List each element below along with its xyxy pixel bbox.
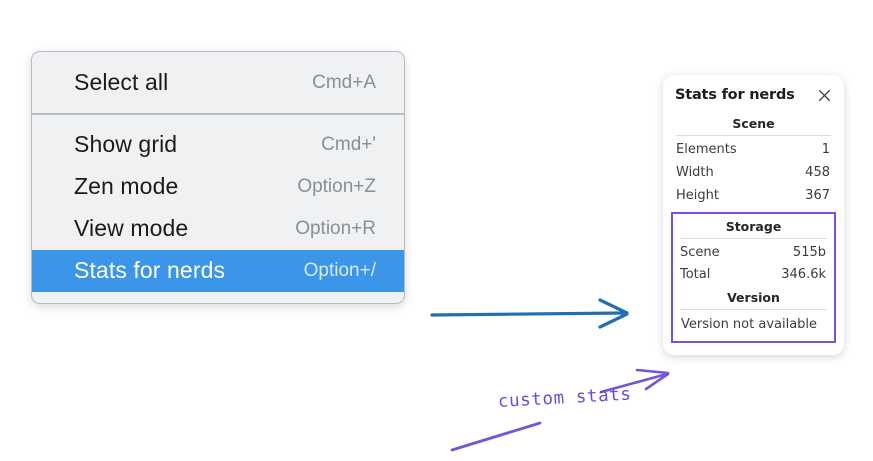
table-row: Scene 515b	[678, 242, 829, 265]
menu-item-shortcut: Option+R	[295, 217, 376, 239]
scene-section: Scene Elements 1 Width 458 Height 367	[674, 113, 833, 210]
menu-item-stats-for-nerds[interactable]: Stats for nerds Option+/	[32, 250, 404, 293]
panel-title: Stats for nerds	[675, 87, 795, 103]
menu-item-label: View mode	[74, 215, 189, 242]
table-row: Elements 1	[674, 139, 833, 162]
menu-item-label: Stats for nerds	[74, 257, 226, 284]
menu-item-label: Show grid	[74, 131, 178, 158]
menu-divider	[32, 113, 404, 116]
stat-label: Elements	[676, 142, 737, 157]
menu-item-shortcut: Option+/	[303, 259, 376, 281]
stat-label: Width	[676, 164, 714, 180]
menu-item-zen-mode[interactable]: Zen mode Option+Z	[32, 166, 404, 208]
menu-section-selection: Select all Cmd+A	[32, 52, 404, 113]
menu-item-shortcut: Option+Z	[297, 175, 376, 197]
storage-section: Storage Scene 515b Total 346.6k	[678, 216, 829, 288]
purple-arrow-to-stats-box	[599, 368, 670, 394]
menu-item-label: Zen mode	[74, 173, 179, 200]
panel-header: Stats for nerds	[674, 87, 833, 103]
close-icon[interactable]	[817, 88, 832, 103]
stat-value: 515b	[792, 244, 826, 260]
menu-item-shortcut: Cmd+'	[321, 133, 376, 155]
section-rule	[680, 237, 827, 239]
section-rule	[676, 135, 831, 136]
storage-section-title: Storage	[725, 218, 782, 234]
blue-arrow-menu-to-panel	[430, 298, 629, 329]
version-section: Version Version not available	[678, 287, 829, 336]
canvas-context-menu[interactable]: Select all Cmd+A Show grid Cmd+' Zen mod…	[31, 51, 405, 305]
menu-item-label: Select all	[74, 69, 169, 95]
menu-item-show-grid[interactable]: Show grid Cmd+'	[32, 124, 404, 166]
stat-value: 346.6k	[781, 267, 826, 283]
menu-item-view-mode[interactable]: View mode Option+R	[32, 208, 404, 250]
table-row: Height 367	[674, 185, 833, 208]
stat-label: Total	[680, 267, 711, 283]
stat-value: 1	[821, 142, 830, 157]
purple-underline-stroke	[450, 421, 542, 452]
table-row: Width 458	[674, 162, 833, 185]
stat-label: Height	[676, 187, 719, 203]
menu-item-shortcut: Cmd+A	[312, 71, 376, 93]
scene-section-title: Scene	[732, 116, 775, 131]
section-rule	[680, 309, 827, 311]
stats-for-nerds-panel[interactable]: Stats for nerds Scene Elements 1 Width 4…	[663, 75, 844, 356]
version-section-title: Version	[727, 290, 780, 306]
menu-item-select-all[interactable]: Select all Cmd+A	[32, 62, 404, 104]
stat-label: Scene	[680, 244, 720, 260]
table-row: Total 346.6k	[678, 264, 829, 287]
stat-value: 367	[805, 187, 830, 203]
annotation-label-custom-stats: custom stats	[497, 384, 632, 412]
stat-value: 458	[805, 164, 830, 180]
version-note: Version not available	[681, 317, 818, 333]
menu-section-view: Show grid Cmd+' Zen mode Option+Z View m…	[32, 115, 404, 303]
custom-stats-highlight-box: Storage Scene 515b Total 346.6k Version …	[671, 211, 836, 344]
